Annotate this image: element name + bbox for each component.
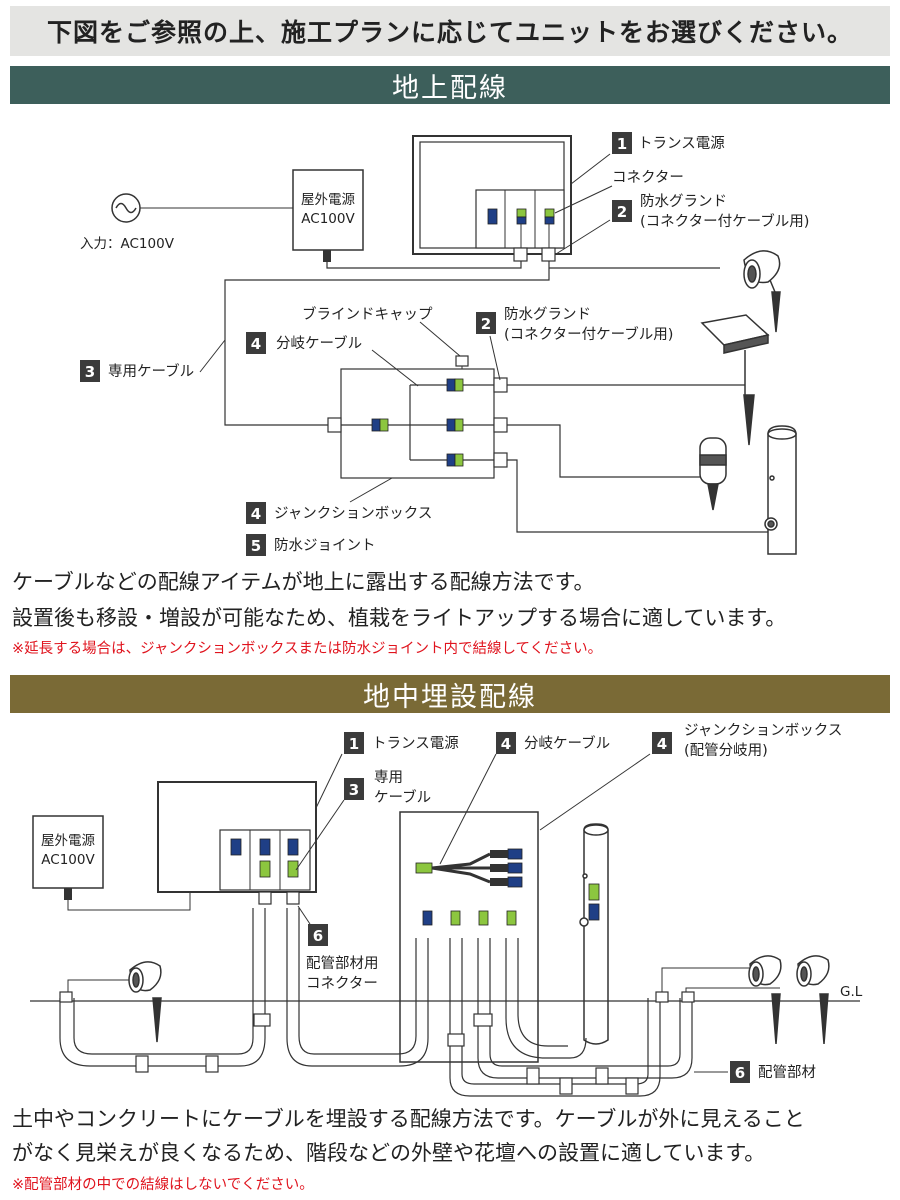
svg-text:4: 4 (501, 735, 511, 753)
svg-text:1: 1 (349, 735, 359, 753)
dedicated-cable-lines (224, 261, 720, 426)
label-branch-cable: 4 分岐ケーブル (439, 732, 610, 865)
transformer-unit (157, 781, 317, 905)
label-transformer: 1 トランス電源 (570, 132, 725, 185)
waterproof-gland (513, 247, 528, 262)
ac-source-icon (111, 193, 141, 223)
label-waterproof-joint: 5 防水ジョイント (246, 534, 376, 556)
spotlight-icon (743, 250, 781, 333)
outdoor-power-voltage: AC100V (301, 211, 355, 227)
svg-text:AC100V: AC100V (41, 852, 95, 868)
waterproof-gland (541, 247, 556, 262)
ground-description-1: ケーブルなどの配線アイテムが地上に露出する配線方法です。 (12, 570, 595, 594)
svg-text:配管部材用: 配管部材用 (306, 955, 379, 972)
buried-description-2: がなく見栄えが良くなるため、階段などの外壁や花壇への設置に適しています。 (12, 1141, 766, 1165)
outdoor-power-unit: 屋外電源 AC100V (292, 169, 364, 262)
svg-text:配管部材: 配管部材 (758, 1064, 816, 1081)
section-title-buried-wiring: 地中埋設配線 (10, 675, 890, 713)
svg-text:(配管分岐用): (配管分岐用) (684, 742, 768, 759)
svg-text:2: 2 (617, 203, 627, 221)
buried-wiring-diagram: 屋外電源 AC100V (30, 722, 863, 1097)
svg-text:コネクター: コネクター (612, 169, 684, 186)
label-waterproof-gland-top: 2 防水グランド (コネクター付ケーブル用) (555, 193, 809, 255)
svg-text:3: 3 (85, 363, 95, 381)
section-title-ground-wiring: 地上配線 (10, 66, 890, 104)
svg-text:6: 6 (735, 1064, 745, 1082)
svg-text:5: 5 (251, 537, 261, 555)
instruction-banner: 下図をご参照の上、施工プランに応じてユニットをお選びください。 (10, 6, 890, 56)
junction-box (327, 355, 508, 479)
blind-cap (455, 355, 469, 367)
svg-text:ブラインドキャップ: ブラインドキャップ (302, 305, 433, 323)
svg-text:ジャンクションボックス: ジャンクションボックス (684, 722, 842, 739)
svg-text:(コネクター付ケーブル用): (コネクター付ケーブル用) (640, 212, 809, 230)
label-branch-cable: 4 分岐ケーブル (246, 332, 419, 387)
label-junction-box: 4 ジャンクションボックス (246, 477, 432, 524)
junction-box-pipe (399, 811, 539, 1063)
buried-note: ※配管部材の中での結線はしないでください。 (12, 1177, 314, 1193)
section-title-text: 地中埋設配線 (363, 681, 537, 713)
svg-text:4: 4 (251, 335, 261, 353)
input-label: 入力：AC100V (80, 236, 175, 252)
svg-text:分岐ケーブル: 分岐ケーブル (524, 734, 610, 752)
svg-text:屋外電源: 屋外電源 (41, 833, 95, 849)
svg-text:4: 4 (251, 505, 261, 523)
transformer-connector-blue (487, 208, 498, 225)
label-blind-cap: ブラインドキャップ (302, 305, 461, 357)
transformer-connector-green (516, 208, 527, 218)
svg-text:ジャンクションボックス: ジャンクションボックス (274, 505, 432, 522)
svg-text:トランス電源: トランス電源 (638, 135, 725, 152)
svg-text:4: 4 (657, 735, 667, 753)
svg-text:ケーブル: ケーブル (374, 788, 431, 806)
svg-text:防水グランド: 防水グランド (640, 193, 727, 210)
svg-text:トランス電源: トランス電源 (372, 735, 459, 752)
svg-text:専用ケーブル: 専用ケーブル (108, 362, 194, 380)
section-title-text: 地上配線 (392, 72, 508, 104)
ground-note: ※延長する場合は、ジャンクションボックスまたは防水ジョイント内で結線してください… (12, 641, 603, 657)
pole-light-icon (579, 823, 609, 1045)
buried-description-1: 土中やコンクリートにケーブルを埋設する配線方法です。ケーブルが外に見えること (12, 1107, 805, 1131)
pipe-couplers (59, 991, 695, 1095)
ground-description-2: 設置後も移設・増設が可能なため、植栽をライトアップする場合に適しています。 (12, 606, 787, 630)
label-dedicated-cable: 3 専用 ケーブル (295, 769, 431, 871)
label-pipe-connector: 6 配管部材用 コネクター (297, 905, 379, 992)
outdoor-power-unit: 屋外電源 AC100V (32, 815, 104, 900)
svg-text:防水ジョイント: 防水ジョイント (274, 537, 376, 554)
svg-text:3: 3 (349, 781, 359, 799)
instruction-text: 下図をご参照の上、施工プランに応じてユニットをお選びください。 (46, 18, 853, 47)
outdoor-power-label: 屋外電源 (301, 192, 355, 208)
transformer-connector-green (544, 208, 555, 218)
label-pipe-material: 6 配管部材 (694, 1061, 816, 1083)
bollard-light-icon (699, 437, 727, 511)
wall-light-icon (700, 314, 770, 446)
svg-text:6: 6 (313, 927, 323, 945)
svg-text:専用: 専用 (374, 769, 403, 786)
svg-text:(コネクター付ケーブル用): (コネクター付ケーブル用) (504, 325, 673, 343)
label-connector: コネクター (554, 169, 684, 214)
transformer-unit (412, 135, 572, 262)
spotlight-icon (796, 955, 830, 1045)
ground-level-label: G.L (840, 984, 863, 1000)
label-junction-box: 4 ジャンクションボックス (配管分岐用) (539, 722, 842, 831)
spotlight-icon (748, 955, 782, 1045)
pipe-lines (59, 908, 693, 1097)
svg-text:コネクター: コネクター (306, 975, 378, 992)
svg-text:防水グランド: 防水グランド (504, 306, 591, 323)
label-dedicated-cable: 3 専用ケーブル (80, 339, 226, 382)
svg-text:分岐ケーブル: 分岐ケーブル (276, 334, 362, 352)
svg-text:1: 1 (617, 135, 627, 153)
label-waterproof-gland-mid: 2 防水グランド (コネクター付ケーブル用) (476, 306, 673, 381)
spotlight-icon (128, 961, 162, 1043)
pole-light-icon (764, 425, 797, 555)
ground-wiring-diagram: 屋外電源 AC100V 入力：AC100V (80, 132, 809, 556)
svg-text:2: 2 (481, 315, 491, 333)
label-transformer: 1 トランス電源 (315, 732, 459, 809)
